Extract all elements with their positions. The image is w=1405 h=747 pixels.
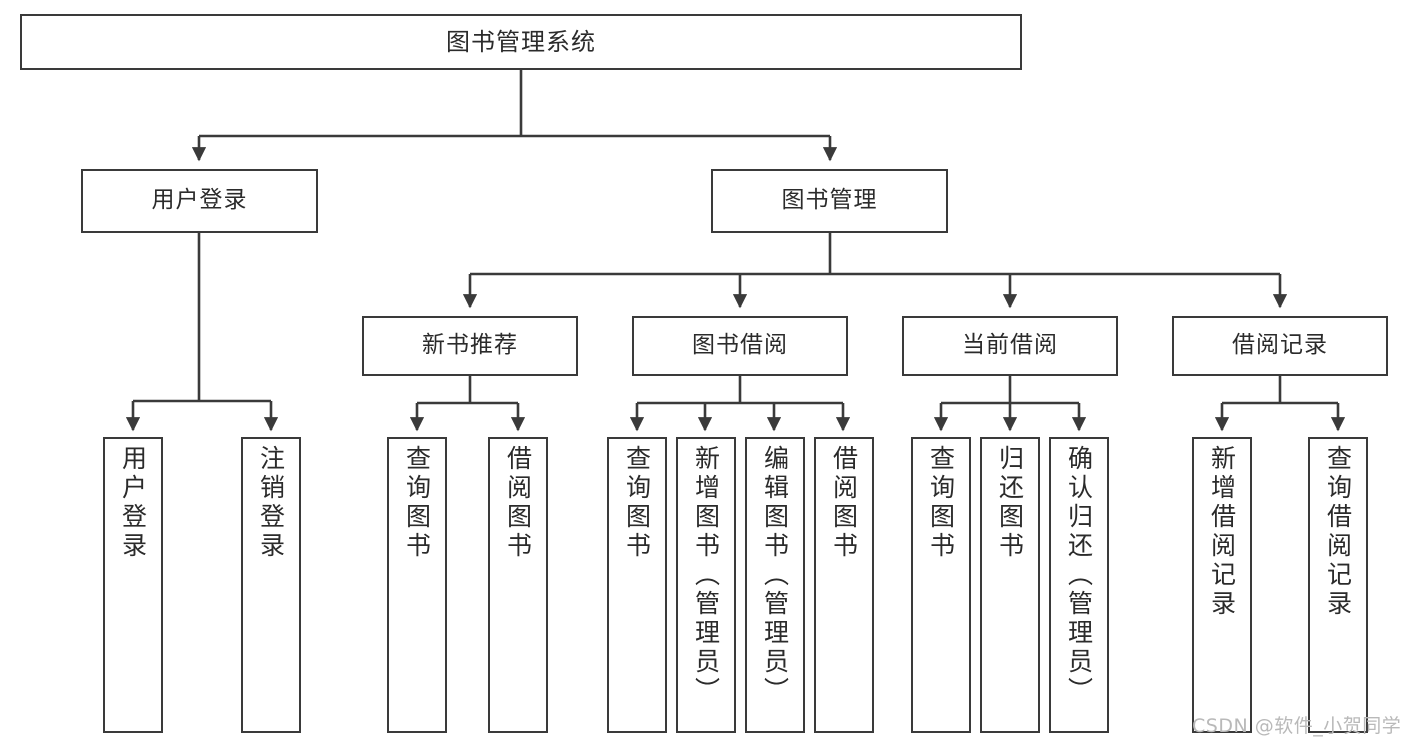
node-leaf-logout-login-label: 注销登录 <box>256 445 286 561</box>
csdn-watermark: CSDN @软件_小贺同学 <box>1192 715 1402 737</box>
node-book-manage[interactable]: 图书管理 <box>711 169 948 233</box>
node-leaf-add-record-label: 新增借阅记录 <box>1207 445 1237 619</box>
node-leaf-confirm-return-label: 确认归还（管理员） <box>1064 445 1094 706</box>
node-leaf-query-book-2[interactable]: 查询图书 <box>607 437 667 733</box>
node-current-borrow-label: 当前借阅 <box>962 332 1058 359</box>
node-leaf-query-book-3[interactable]: 查询图书 <box>911 437 971 733</box>
node-leaf-query-book-1-label: 查询图书 <box>402 445 432 561</box>
node-borrow-record-label: 借阅记录 <box>1232 332 1328 359</box>
node-leaf-logout-login[interactable]: 注销登录 <box>241 437 301 733</box>
node-book-borrow-label: 图书借阅 <box>692 332 788 359</box>
node-leaf-borrow-book-1[interactable]: 借阅图书 <box>488 437 548 733</box>
node-user-login-label: 用户登录 <box>151 187 248 214</box>
node-leaf-add-book[interactable]: 新增图书（管理员） <box>676 437 736 733</box>
node-current-borrow[interactable]: 当前借阅 <box>902 316 1118 376</box>
node-leaf-edit-book-label: 编辑图书（管理员） <box>760 445 790 706</box>
node-leaf-add-record[interactable]: 新增借阅记录 <box>1192 437 1252 733</box>
node-root[interactable]: 图书管理系统 <box>20 14 1022 70</box>
node-leaf-return-book-label: 归还图书 <box>995 445 1025 561</box>
node-leaf-borrow-book-2-label: 借阅图书 <box>829 445 859 561</box>
node-root-label: 图书管理系统 <box>446 27 596 56</box>
node-new-book-recommend-label: 新书推荐 <box>422 332 518 359</box>
node-book-manage-label: 图书管理 <box>781 187 878 214</box>
node-leaf-add-book-label: 新增图书（管理员） <box>691 445 721 706</box>
node-leaf-query-book-2-label: 查询图书 <box>622 445 652 561</box>
node-leaf-query-book-3-label: 查询图书 <box>926 445 956 561</box>
node-leaf-borrow-book-1-label: 借阅图书 <box>503 445 533 561</box>
node-user-login[interactable]: 用户登录 <box>81 169 318 233</box>
node-leaf-query-record[interactable]: 查询借阅记录 <box>1308 437 1368 733</box>
node-leaf-borrow-book-2[interactable]: 借阅图书 <box>814 437 874 733</box>
node-leaf-return-book[interactable]: 归还图书 <box>980 437 1040 733</box>
node-leaf-user-login-label: 用户登录 <box>118 445 148 561</box>
node-new-book-recommend[interactable]: 新书推荐 <box>362 316 578 376</box>
node-leaf-user-login[interactable]: 用户登录 <box>103 437 163 733</box>
node-leaf-confirm-return[interactable]: 确认归还（管理员） <box>1049 437 1109 733</box>
node-leaf-query-record-label: 查询借阅记录 <box>1323 445 1353 619</box>
node-book-borrow[interactable]: 图书借阅 <box>632 316 848 376</box>
node-leaf-query-book-1[interactable]: 查询图书 <box>387 437 447 733</box>
node-leaf-edit-book[interactable]: 编辑图书（管理员） <box>745 437 805 733</box>
node-borrow-record[interactable]: 借阅记录 <box>1172 316 1388 376</box>
